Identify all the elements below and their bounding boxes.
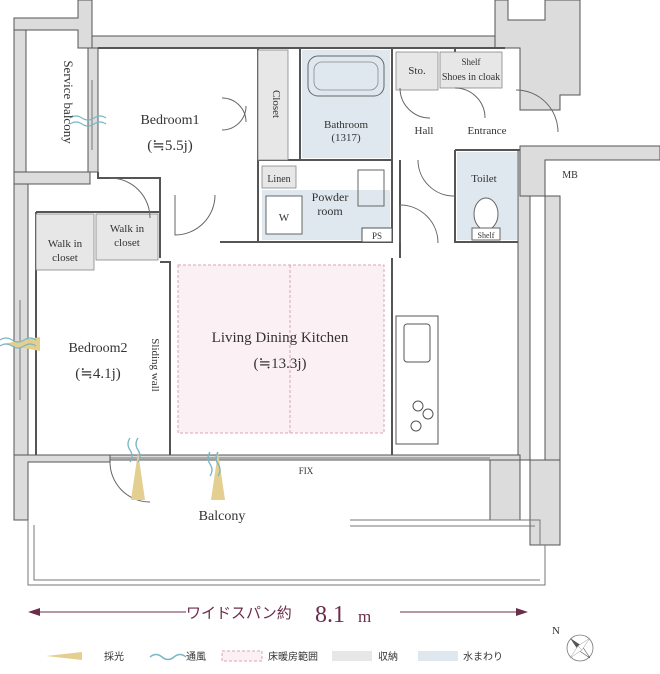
wic-lower-area [35, 213, 95, 271]
ldk-name: Living Dining Kitchen [212, 330, 349, 346]
bedroom1-size: (≒5.5j) [147, 138, 192, 154]
legend-water: 水まわり [418, 651, 503, 663]
room-labels: Service balcony Bedroom1 (≒5.5j) Closet … [48, 57, 578, 524]
svg-text:採光: 採光 [104, 650, 124, 663]
balcony-label: Balcony [199, 509, 246, 524]
ps-box [361, 227, 393, 243]
wic-upper-area [95, 213, 159, 261]
light-swatch-icon [46, 652, 82, 660]
service-balcony-label: Service balcony [61, 60, 76, 144]
wic-lower-line2: closet [52, 252, 78, 264]
kitchen-sink [403, 323, 431, 363]
powder-room-line1: Powder [312, 190, 349, 204]
floor-heating-swatch-icon [221, 650, 263, 662]
shoes-cloak-area [439, 51, 503, 89]
closet-label: Closet [270, 90, 282, 118]
floor-heating-area [177, 264, 385, 434]
shoes-in-cloak-label: Shoes in cloak [442, 72, 500, 83]
sto-label: Sto. [408, 65, 426, 77]
wind-swatch-icon [149, 653, 187, 661]
bathroom-area [302, 50, 390, 158]
span-label: ワイドスパン約 [186, 604, 292, 622]
shelf-top-label: Shelf [462, 57, 481, 67]
legend-wind: 通風 [149, 651, 206, 663]
water-swatch-icon [418, 651, 458, 661]
linen-area [261, 165, 297, 189]
sto-area [395, 51, 439, 91]
powder-room-line2: room [317, 204, 343, 218]
w-label: W [279, 212, 290, 224]
wic-upper-line1: Walk in [110, 223, 145, 235]
legend: 採光 通風 床暖房範囲 収納 水まわり [46, 650, 503, 663]
span-value: 8.1 [315, 602, 345, 628]
legend-light: 採光 [46, 650, 124, 663]
bathroom-name: Bathroom [324, 119, 368, 131]
svg-text:床暖房範囲: 床暖房範囲 [268, 650, 318, 663]
sliding-wall-label: Sliding wall [149, 338, 161, 391]
hall-label: Hall [415, 125, 434, 137]
linen-label: Linen [267, 174, 290, 185]
entrance-label: Entrance [467, 125, 506, 137]
wic-upper-line2: closet [114, 237, 140, 249]
fix-label: FIX [299, 466, 314, 476]
legend-storage: 収納 [332, 650, 398, 663]
kitchen-counter [395, 315, 439, 445]
toilet-shelf-label: Shelf [478, 231, 495, 240]
bedroom1-name: Bedroom1 [140, 113, 199, 128]
bedroom2-size: (≒4.1j) [75, 366, 120, 382]
mb-label: MB [562, 170, 578, 181]
svg-text:収納: 収納 [378, 650, 398, 663]
toilet-label: Toilet [471, 173, 497, 185]
storage-swatch-icon [332, 651, 372, 661]
svg-text:通風: 通風 [186, 651, 206, 663]
washer [265, 195, 303, 235]
svg-text:水まわり: 水まわり [463, 651, 503, 663]
windows [19, 80, 490, 459]
balcony-railing [27, 519, 546, 586]
vanity-sink [357, 169, 385, 207]
bedroom2-name: Bedroom2 [68, 341, 127, 356]
ps-label: PS [372, 231, 382, 241]
stove-burner [412, 400, 424, 412]
compass-north-label: N [552, 625, 560, 637]
exterior-walls [13, 0, 660, 546]
compass-icon: N [552, 625, 594, 662]
bathroom-size: (1317) [331, 132, 361, 144]
storage-areas [35, 49, 503, 271]
legend-floor-heating: 床暖房範囲 [221, 650, 318, 663]
span-unit: m [358, 607, 371, 626]
bathtub [307, 55, 385, 97]
toilet-bowl [473, 197, 499, 231]
closet-area [257, 49, 289, 161]
wind-arrows [0, 115, 221, 477]
door-swings [109, 87, 559, 503]
wic-lower-line1: Walk in [48, 238, 83, 250]
wide-span-dimension: ワイドスパン約 8.1 m [28, 602, 528, 628]
ldk-size: (≒13.3j) [254, 356, 307, 372]
